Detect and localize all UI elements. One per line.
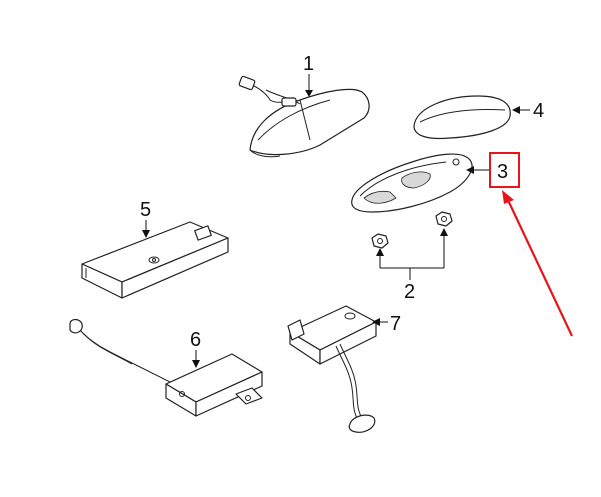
callout-6: 6 bbox=[190, 329, 201, 351]
leader-2b-arrowhead bbox=[440, 228, 448, 236]
part-5-module bbox=[81, 221, 229, 299]
part-1-antenna bbox=[238, 75, 370, 158]
leader-3-arrowhead bbox=[466, 166, 474, 174]
callout-3-highlight-box bbox=[489, 152, 520, 188]
part-3-base bbox=[351, 153, 473, 213]
callout-7: 7 bbox=[390, 313, 401, 335]
callout-2: 2 bbox=[404, 281, 415, 303]
part-7-module bbox=[287, 305, 377, 433]
leader-7-arrowhead bbox=[372, 318, 380, 326]
leader-6-arrowhead bbox=[192, 360, 200, 368]
red-pointer-arrowhead bbox=[502, 190, 514, 204]
leader-4-arrowhead bbox=[512, 106, 520, 114]
part-2-nuts bbox=[371, 211, 453, 249]
part-4-cover bbox=[413, 95, 511, 140]
red-pointer-arrow bbox=[506, 197, 573, 337]
leader-2 bbox=[379, 230, 445, 280]
callout-5: 5 bbox=[140, 199, 151, 221]
leader-1-arrowhead bbox=[305, 90, 313, 97]
leader-2a-arrowhead bbox=[376, 248, 384, 256]
callout-1: 1 bbox=[303, 53, 314, 75]
callout-3: 3 bbox=[497, 161, 508, 183]
part-6-module bbox=[69, 318, 263, 417]
callout-4: 4 bbox=[533, 100, 544, 122]
leader-5-arrowhead bbox=[142, 230, 150, 238]
